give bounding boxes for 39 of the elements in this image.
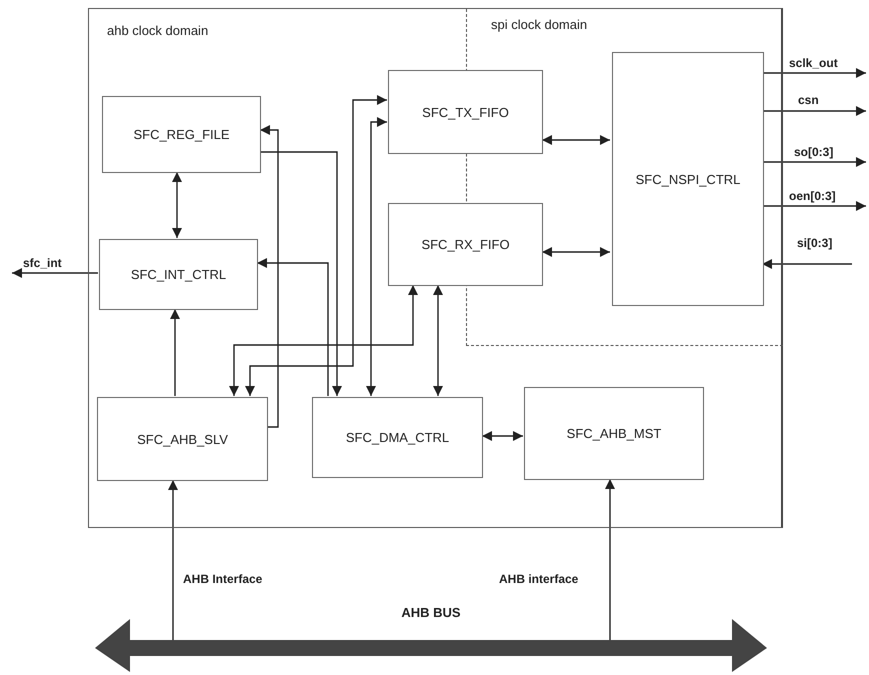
arrow [762,106,866,116]
double-arrow [245,95,387,396]
module-block: SFC_DMA_CTRL [312,397,483,478]
arrow [762,201,866,211]
arrow [170,309,180,396]
signal-label: oen[0:3] [788,189,837,203]
arrow [605,479,615,640]
domain-label: ahb clock domain [107,23,208,38]
module-block: SFC_TX_FIFO [388,70,543,154]
double-arrow [229,285,418,396]
module-block: SFC_NSPI_CTRL [612,52,764,306]
edge-label: AHB interface [498,572,580,586]
arrow [762,157,866,167]
arrow [260,125,279,428]
double-arrow [172,172,182,238]
bus-label: AHB BUS [400,605,462,620]
arrow [762,259,852,269]
arrow [257,258,329,396]
signal-label: so[0:3] [793,145,834,159]
module-block: SFC_AHB_MST [524,387,704,480]
double-arrow [366,117,387,396]
arrow [762,68,866,78]
arrow [260,151,342,396]
signal-label: sclk_out [788,56,839,70]
double-arrow [433,285,443,396]
double-arrow [542,135,610,145]
module-block: SFC_AHB_SLV [97,397,268,481]
signal-label: si[0:3] [796,236,834,250]
module-block: SFC_RX_FIFO [388,203,543,286]
signal-label: sfc_int [22,256,63,270]
double-arrow [542,247,610,257]
arrow [168,480,178,640]
double-arrow [482,431,523,441]
module-boundary [88,8,783,528]
module-block: SFC_INT_CTRL [99,239,258,310]
module-block: SFC_REG_FILE [102,96,261,173]
arrow [12,268,98,278]
edge-label: AHB Interface [182,572,264,586]
domain-label: spi clock domain [491,17,588,32]
